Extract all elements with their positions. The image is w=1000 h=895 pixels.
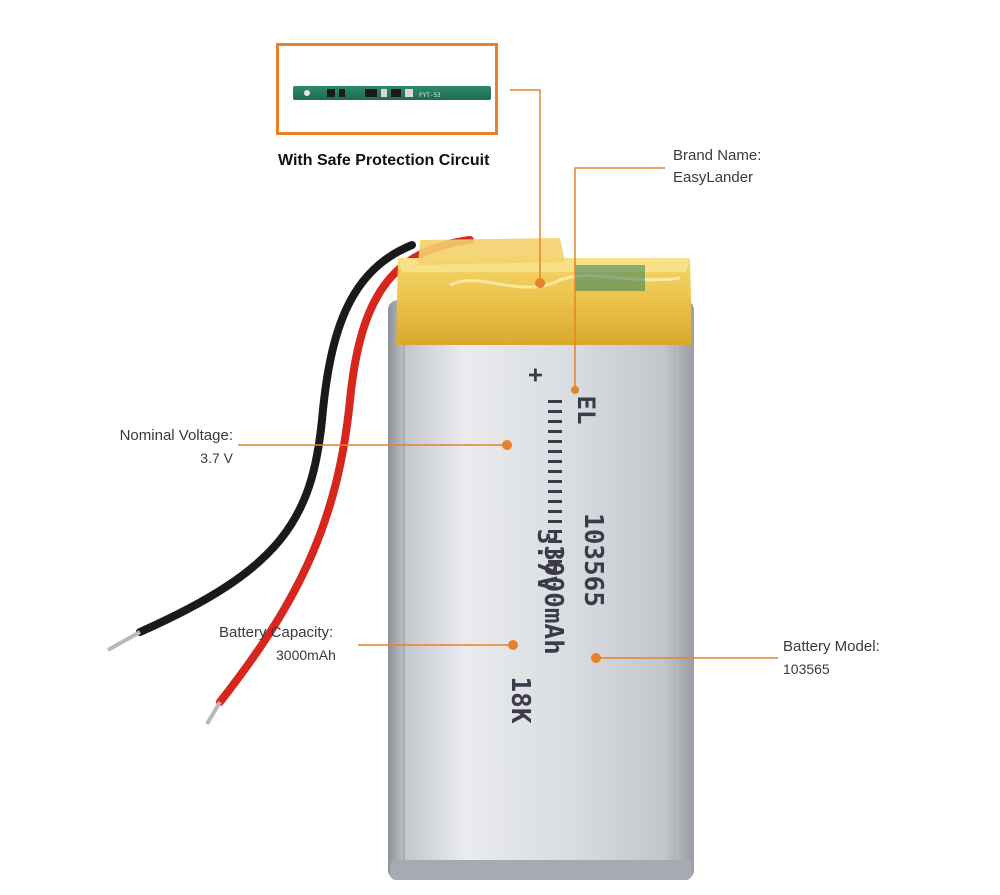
print-capacity: 3000mAh <box>538 545 568 655</box>
brand-callout: Brand Name: EasyLander <box>673 145 761 189</box>
cell-print-capacity: 3000mAh <box>538 545 568 655</box>
cell-print-code: 18K <box>505 677 535 724</box>
protection-board-under-tape <box>575 265 645 291</box>
kapton-tape <box>396 238 692 345</box>
protection-circuit-inset: FYT-53 <box>276 43 498 135</box>
print-barcode <box>548 400 562 563</box>
voltage-label: Nominal Voltage: <box>119 427 233 444</box>
callout-line-protection <box>510 89 541 283</box>
print-polarity: + <box>522 368 550 382</box>
pcb-illustration: FYT-53 <box>293 86 491 100</box>
callout-dots <box>502 278 601 663</box>
print-model: 103565 <box>578 513 608 607</box>
cell-print-brand: EL <box>572 396 600 425</box>
inset-caption: With Safe Protection Circuit <box>278 152 490 169</box>
model-value: 103565 <box>783 661 830 677</box>
red-wire-tip <box>205 700 222 726</box>
callout-lines <box>238 89 778 659</box>
capacity-value: 3000mAh <box>276 647 336 663</box>
cell-print-polarity: + <box>522 368 550 382</box>
print-brand-mark: EL <box>572 396 600 425</box>
voltage-callout: Nominal Voltage: 3.7 V <box>90 425 233 469</box>
model-label: Battery Model: <box>783 638 880 655</box>
cell-print-model: 103565 <box>578 513 608 607</box>
brand-label: Brand Name: <box>673 147 762 164</box>
brand-value: EasyLander <box>673 169 754 186</box>
capacity-label: Battery Capacity: <box>219 624 334 641</box>
print-code: 18K <box>505 677 535 724</box>
black-wire-tip <box>107 630 141 652</box>
black-wire <box>136 241 416 636</box>
pcb-label: FYT-53 <box>419 92 441 99</box>
voltage-value: 3.7 V <box>200 450 233 466</box>
capacity-callout: Battery Capacity: 3000mAh <box>219 622 336 666</box>
callout-line-brand <box>574 167 665 390</box>
model-callout: Battery Model: 103565 <box>783 636 880 680</box>
